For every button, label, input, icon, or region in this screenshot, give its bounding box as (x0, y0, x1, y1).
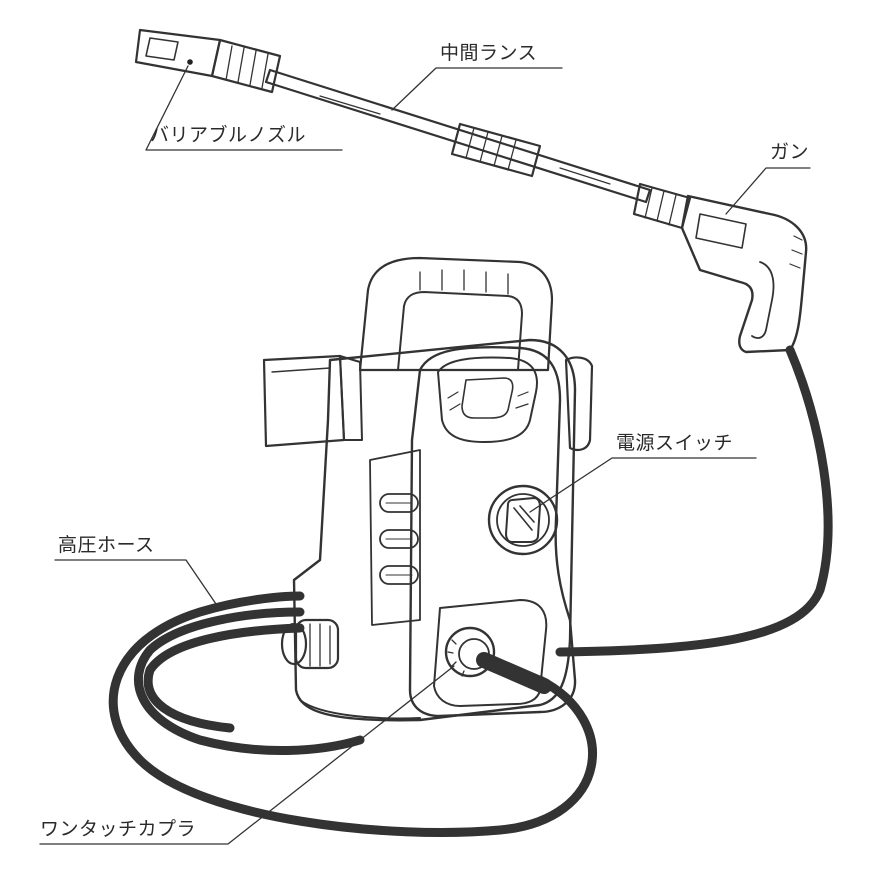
lance-coupling (450, 122, 542, 178)
label-one-touch-coupler: ワンタッチカプラ (40, 818, 197, 840)
label-gun: ガン (770, 141, 810, 163)
gun-hose (555, 345, 833, 657)
high-pressure-hose (108, 591, 597, 837)
variable-nozzle (134, 28, 282, 94)
power-switch (487, 484, 559, 556)
washer-body (262, 256, 594, 722)
label-high-pressure-hose: 高圧ホース (58, 534, 155, 556)
leader-lines (39, 65, 811, 845)
one-touch-coupler (444, 626, 552, 694)
label-lance: 中間ランス (440, 42, 538, 64)
label-variable-nozzle: バリアブルノズル (150, 124, 307, 146)
lance (264, 68, 652, 204)
front-grille (433, 599, 548, 707)
water-inlet (280, 618, 340, 670)
side-vents (379, 493, 419, 585)
gun (632, 182, 808, 354)
label-power-switch: 電源スイッチ (616, 432, 734, 454)
